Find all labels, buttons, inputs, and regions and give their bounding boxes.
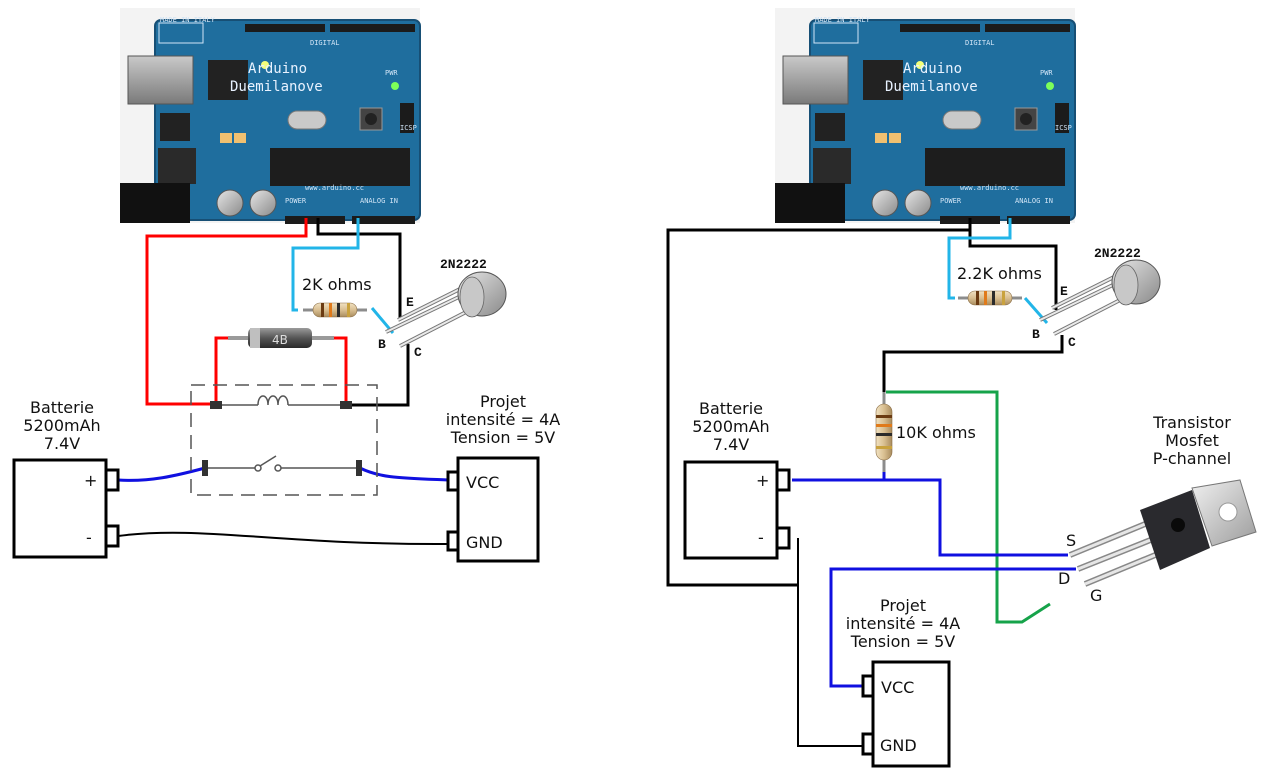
right-resistor-label: 2.2K ohms	[957, 264, 1042, 283]
right-arduino-name: Arduino	[903, 61, 962, 77]
right-digital-label: DIGITAL	[965, 39, 995, 47]
right-battery-plus: +	[756, 471, 769, 490]
left-battery-plus: +	[84, 471, 97, 490]
left-pin-e: E	[406, 295, 414, 310]
left-arduino-board: Arduino Duemilanove MADE IN ITALY DIGITA…	[119, 7, 421, 225]
right-battery: + -	[683, 460, 791, 560]
right-resistor-2k2	[956, 289, 1024, 307]
right-pwr-label: PWR	[1040, 69, 1053, 77]
left-icsp-label: ICSP	[400, 124, 417, 132]
right-project-label-2: intensité = 4A	[846, 614, 961, 633]
right-project-vcc: VCC	[881, 678, 914, 697]
right-made-in: MADE IN ITALY	[815, 16, 871, 24]
left-project-label-3: Tension = 5V	[450, 428, 556, 447]
right-battery-minus: -	[758, 528, 764, 547]
left-arduino-name: Arduino	[248, 61, 307, 77]
right-power-label: POWER	[940, 197, 962, 205]
wire-red-5v	[145, 218, 308, 406]
left-battery: + -	[12, 458, 120, 559]
left-project-load: VCC GND	[446, 456, 540, 563]
right-url: www.arduino.cc	[960, 184, 1019, 192]
mosfet-label-2: Mosfet	[1165, 431, 1219, 450]
left-battery-label-3: 7.4V	[44, 434, 80, 453]
right-transistor-label: 2N2222	[1094, 246, 1141, 261]
left-digital-label: DIGITAL	[310, 39, 340, 47]
wire-blue-plus	[117, 466, 206, 482]
left-relay	[190, 384, 378, 496]
diode-marking: 4B	[272, 333, 288, 347]
right-arduino-board: Arduino Duemilanove MADE IN ITALY DIGITA…	[774, 7, 1076, 225]
right-mosfet	[1068, 479, 1257, 587]
left-project-label-1: Projet	[480, 392, 526, 411]
left-pwr-label: PWR	[385, 69, 398, 77]
right-pullup-label: 10K ohms	[896, 423, 976, 442]
left-power-label: POWER	[285, 197, 307, 205]
wire-black-minus-right	[797, 538, 866, 747]
mosfet-pin-g: G	[1090, 586, 1102, 605]
left-battery-minus: -	[86, 528, 92, 547]
mosfet-pin-d: D	[1058, 569, 1070, 588]
right-project-label-3: Tension = 5V	[850, 632, 956, 651]
left-resistor-2k	[301, 301, 369, 319]
wire-blue-drain	[829, 567, 1076, 688]
left-pin-b: B	[378, 337, 386, 352]
wire-cyan-a0-right	[947, 218, 1012, 300]
right-pin-c: C	[1068, 335, 1076, 350]
left-made-in: MADE IN ITALY	[160, 16, 216, 24]
left-pin-c: C	[414, 345, 422, 360]
wire-red-diode-left	[214, 336, 232, 404]
wire-black-gnd-loop	[666, 218, 972, 587]
right-analog-label: ANALOG IN	[1015, 197, 1053, 205]
left-flyback-diode: 4B	[228, 328, 334, 348]
mosfet-label-1: Transistor	[1152, 413, 1231, 432]
right-pin-b: B	[1032, 327, 1040, 342]
wire-cyan-a0	[291, 218, 360, 312]
left-arduino-model: Duemilanove	[230, 79, 323, 95]
wire-black-collector-right	[882, 335, 1064, 392]
right-project-load: VCC GND	[861, 660, 951, 768]
left-resistor-label: 2K ohms	[302, 275, 372, 294]
right-arduino-model: Duemilanove	[885, 79, 978, 95]
left-battery-label-1: Batterie	[30, 398, 94, 417]
wire-red-diode-right	[330, 336, 348, 404]
left-wires	[117, 218, 449, 546]
left-battery-label-2: 5200mAh	[23, 416, 100, 435]
right-battery-label-1: Batterie	[699, 399, 763, 418]
right-wires	[666, 218, 1076, 747]
wire-blue-source	[792, 478, 1068, 557]
wire-green-gate	[886, 390, 1051, 624]
right-project-label-1: Projet	[880, 596, 926, 615]
left-project-vcc: VCC	[466, 473, 499, 492]
right-icsp-label: ICSP	[1055, 124, 1072, 132]
mosfet-label-3: P-channel	[1153, 449, 1231, 468]
left-analog-label: ANALOG IN	[360, 197, 398, 205]
right-resistor-10k	[874, 390, 894, 474]
left-transistor-2n2222	[384, 270, 508, 348]
right-battery-label-2: 5200mAh	[692, 417, 769, 436]
right-transistor-2n2222	[1038, 258, 1162, 336]
wire-blue-vcc	[359, 466, 449, 482]
right-project-gnd: GND	[880, 736, 917, 755]
wire-black-collector	[350, 344, 410, 407]
wire-black-minus	[117, 531, 449, 546]
left-url: www.arduino.cc	[305, 184, 364, 192]
left-project-gnd: GND	[466, 533, 503, 552]
left-project-label-2: intensité = 4A	[446, 410, 561, 429]
right-pin-e: E	[1060, 284, 1068, 299]
right-battery-label-3: 7.4V	[713, 435, 749, 454]
left-transistor-label: 2N2222	[440, 257, 487, 272]
mosfet-pin-s: S	[1066, 531, 1076, 550]
